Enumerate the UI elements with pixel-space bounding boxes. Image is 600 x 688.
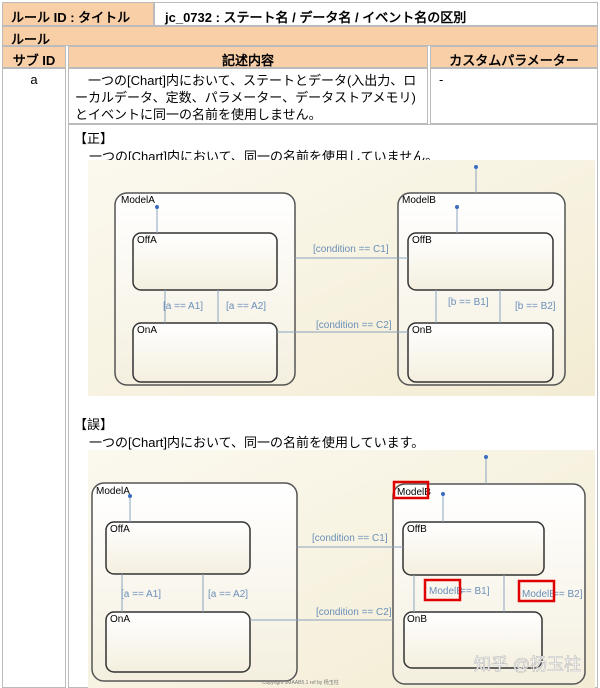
label-c1: [condition == C1] bbox=[312, 533, 388, 544]
wrong-title: 【誤】 bbox=[74, 417, 114, 432]
label-offB: OffB bbox=[412, 235, 432, 246]
state-onA bbox=[105, 611, 251, 673]
label-b1: [b == B1] bbox=[448, 297, 489, 308]
label-a2: [a == A2] bbox=[226, 301, 266, 312]
highlight-b2 bbox=[517, 579, 556, 603]
label-modelB: ModelB bbox=[402, 195, 436, 206]
label-modelA: ModelA bbox=[121, 195, 155, 206]
state-offA bbox=[105, 521, 251, 575]
label-c2: [condition == C2] bbox=[316, 607, 392, 618]
label-offB: OffB bbox=[407, 524, 427, 535]
state-onB bbox=[407, 322, 554, 383]
copyright: Copyright JMAAB5.1 ref by 杨玉柱 bbox=[262, 679, 339, 686]
state-offA bbox=[132, 232, 278, 291]
col-sub-id: サブ ID bbox=[2, 46, 66, 68]
wrong-text: 一つの[Chart]内において、同一の名前を使用しています。 bbox=[76, 435, 425, 450]
watermark: 知乎 @杨玉柱 bbox=[474, 655, 581, 674]
section-rule: ルール bbox=[2, 26, 598, 47]
state-offB bbox=[402, 521, 545, 576]
param-cell: - bbox=[430, 68, 598, 124]
label-offA: OffA bbox=[110, 524, 130, 535]
label-b2: [b == B2] bbox=[515, 301, 556, 312]
label-onB: OnB bbox=[407, 614, 427, 625]
id-label: ルール ID : タイトル bbox=[2, 2, 154, 26]
state-onB bbox=[403, 611, 543, 669]
label-a1: [a == A1] bbox=[163, 301, 203, 312]
highlight-modelB bbox=[392, 480, 430, 500]
col-description: 記述内容 bbox=[68, 46, 428, 68]
correct-chart: ModelA OffA OnA ModelB OffB OnB [conditi… bbox=[88, 160, 595, 396]
label-a2: [a == A2] bbox=[208, 589, 248, 600]
label-c2: [condition == C2] bbox=[316, 320, 392, 331]
rule-title: jc_0732 : ステート名 / データ名 / イベント名の区別 bbox=[154, 2, 598, 26]
label-a1: [a == A1] bbox=[121, 589, 161, 600]
label-onA: OnA bbox=[110, 614, 130, 625]
label-b2-rest: == B2] bbox=[553, 589, 583, 600]
label-modelA: ModelA bbox=[96, 486, 130, 497]
label-b1-rest: == B1] bbox=[460, 586, 490, 597]
correct-title: 【正】 bbox=[74, 131, 114, 146]
label-b1-var: ModelB bbox=[429, 586, 463, 597]
description-cell: 一つの[Chart]内において、ステートとデータ(入出力、ローカルデータ、定数、… bbox=[68, 68, 428, 124]
col-param: カスタムパラメーター bbox=[430, 46, 598, 68]
state-onA bbox=[132, 322, 278, 383]
state-offB bbox=[407, 232, 554, 291]
label-onA: OnA bbox=[137, 325, 157, 336]
highlight-b1 bbox=[423, 578, 462, 602]
wrong-chart: ModelA OffA OnA ModelB OffB OnB [conditi… bbox=[88, 450, 595, 688]
label-b2-var: ModelB bbox=[522, 589, 556, 600]
label-onB: OnB bbox=[412, 325, 432, 336]
label-modelB: ModelB bbox=[397, 487, 431, 498]
label-offA: OffA bbox=[137, 235, 157, 246]
label-c1: [condition == C1] bbox=[313, 244, 389, 255]
